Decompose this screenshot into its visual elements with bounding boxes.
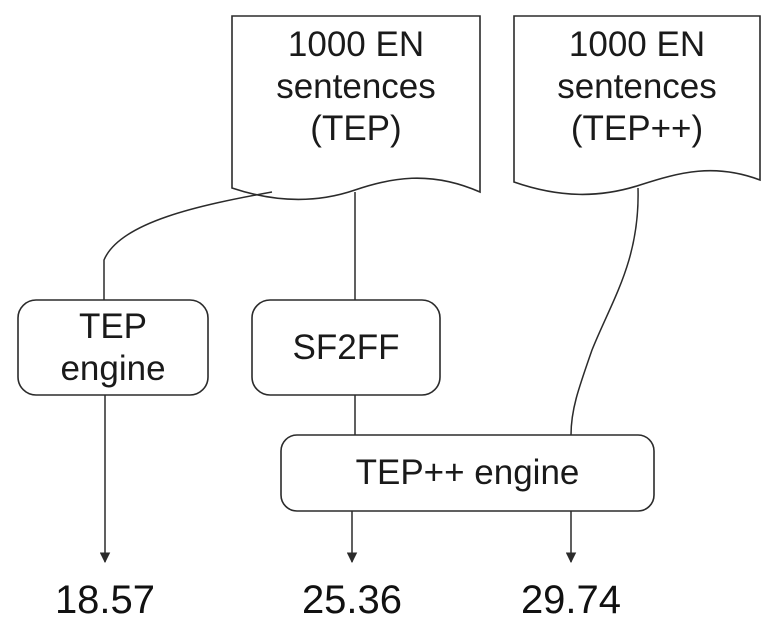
score-sf2ff-tep-plus-plus: 25.36 xyxy=(301,578,403,622)
sf2ff-box-shape xyxy=(251,299,441,396)
tep-engine-box-shape xyxy=(17,299,209,396)
document-label-tep-plus-plus: 1000 EN sentences (TEP++) xyxy=(514,24,760,150)
connector-doc-tep-plus-plus-to-engine xyxy=(570,187,639,436)
document-tep-line-2: sentences xyxy=(276,67,436,106)
tep-plus-plus-engine-box-shape xyxy=(280,434,655,512)
tep-engine-line-1: TEP xyxy=(78,307,148,346)
sf2ff-label: SF2FF xyxy=(292,328,400,367)
document-shape-tep-plus-plus xyxy=(513,15,761,196)
tep-engine-line-2: engine xyxy=(60,349,166,388)
document-tep-line-3: (TEP) xyxy=(310,109,402,148)
document-tep-plus-plus-line-1: 1000 EN xyxy=(568,25,706,64)
document-tep-line-1: 1000 EN xyxy=(287,25,425,64)
tep-engine-label: TEP engine xyxy=(18,306,208,390)
document-tep-plus-plus-line-2: sentences xyxy=(557,67,717,106)
document-tep-plus-plus-line-3: (TEP++) xyxy=(570,109,704,148)
score-tep-engine: 18.57 xyxy=(54,578,156,622)
score-tep-plus-plus-data: 29.74 xyxy=(520,578,622,622)
tep-plus-plus-engine-label: TEP++ engine xyxy=(355,453,580,492)
document-label-tep: 1000 EN sentences (TEP) xyxy=(232,24,480,150)
connector-doc-tep-to-tep-engine xyxy=(103,191,273,300)
document-shape-tep xyxy=(231,15,481,201)
